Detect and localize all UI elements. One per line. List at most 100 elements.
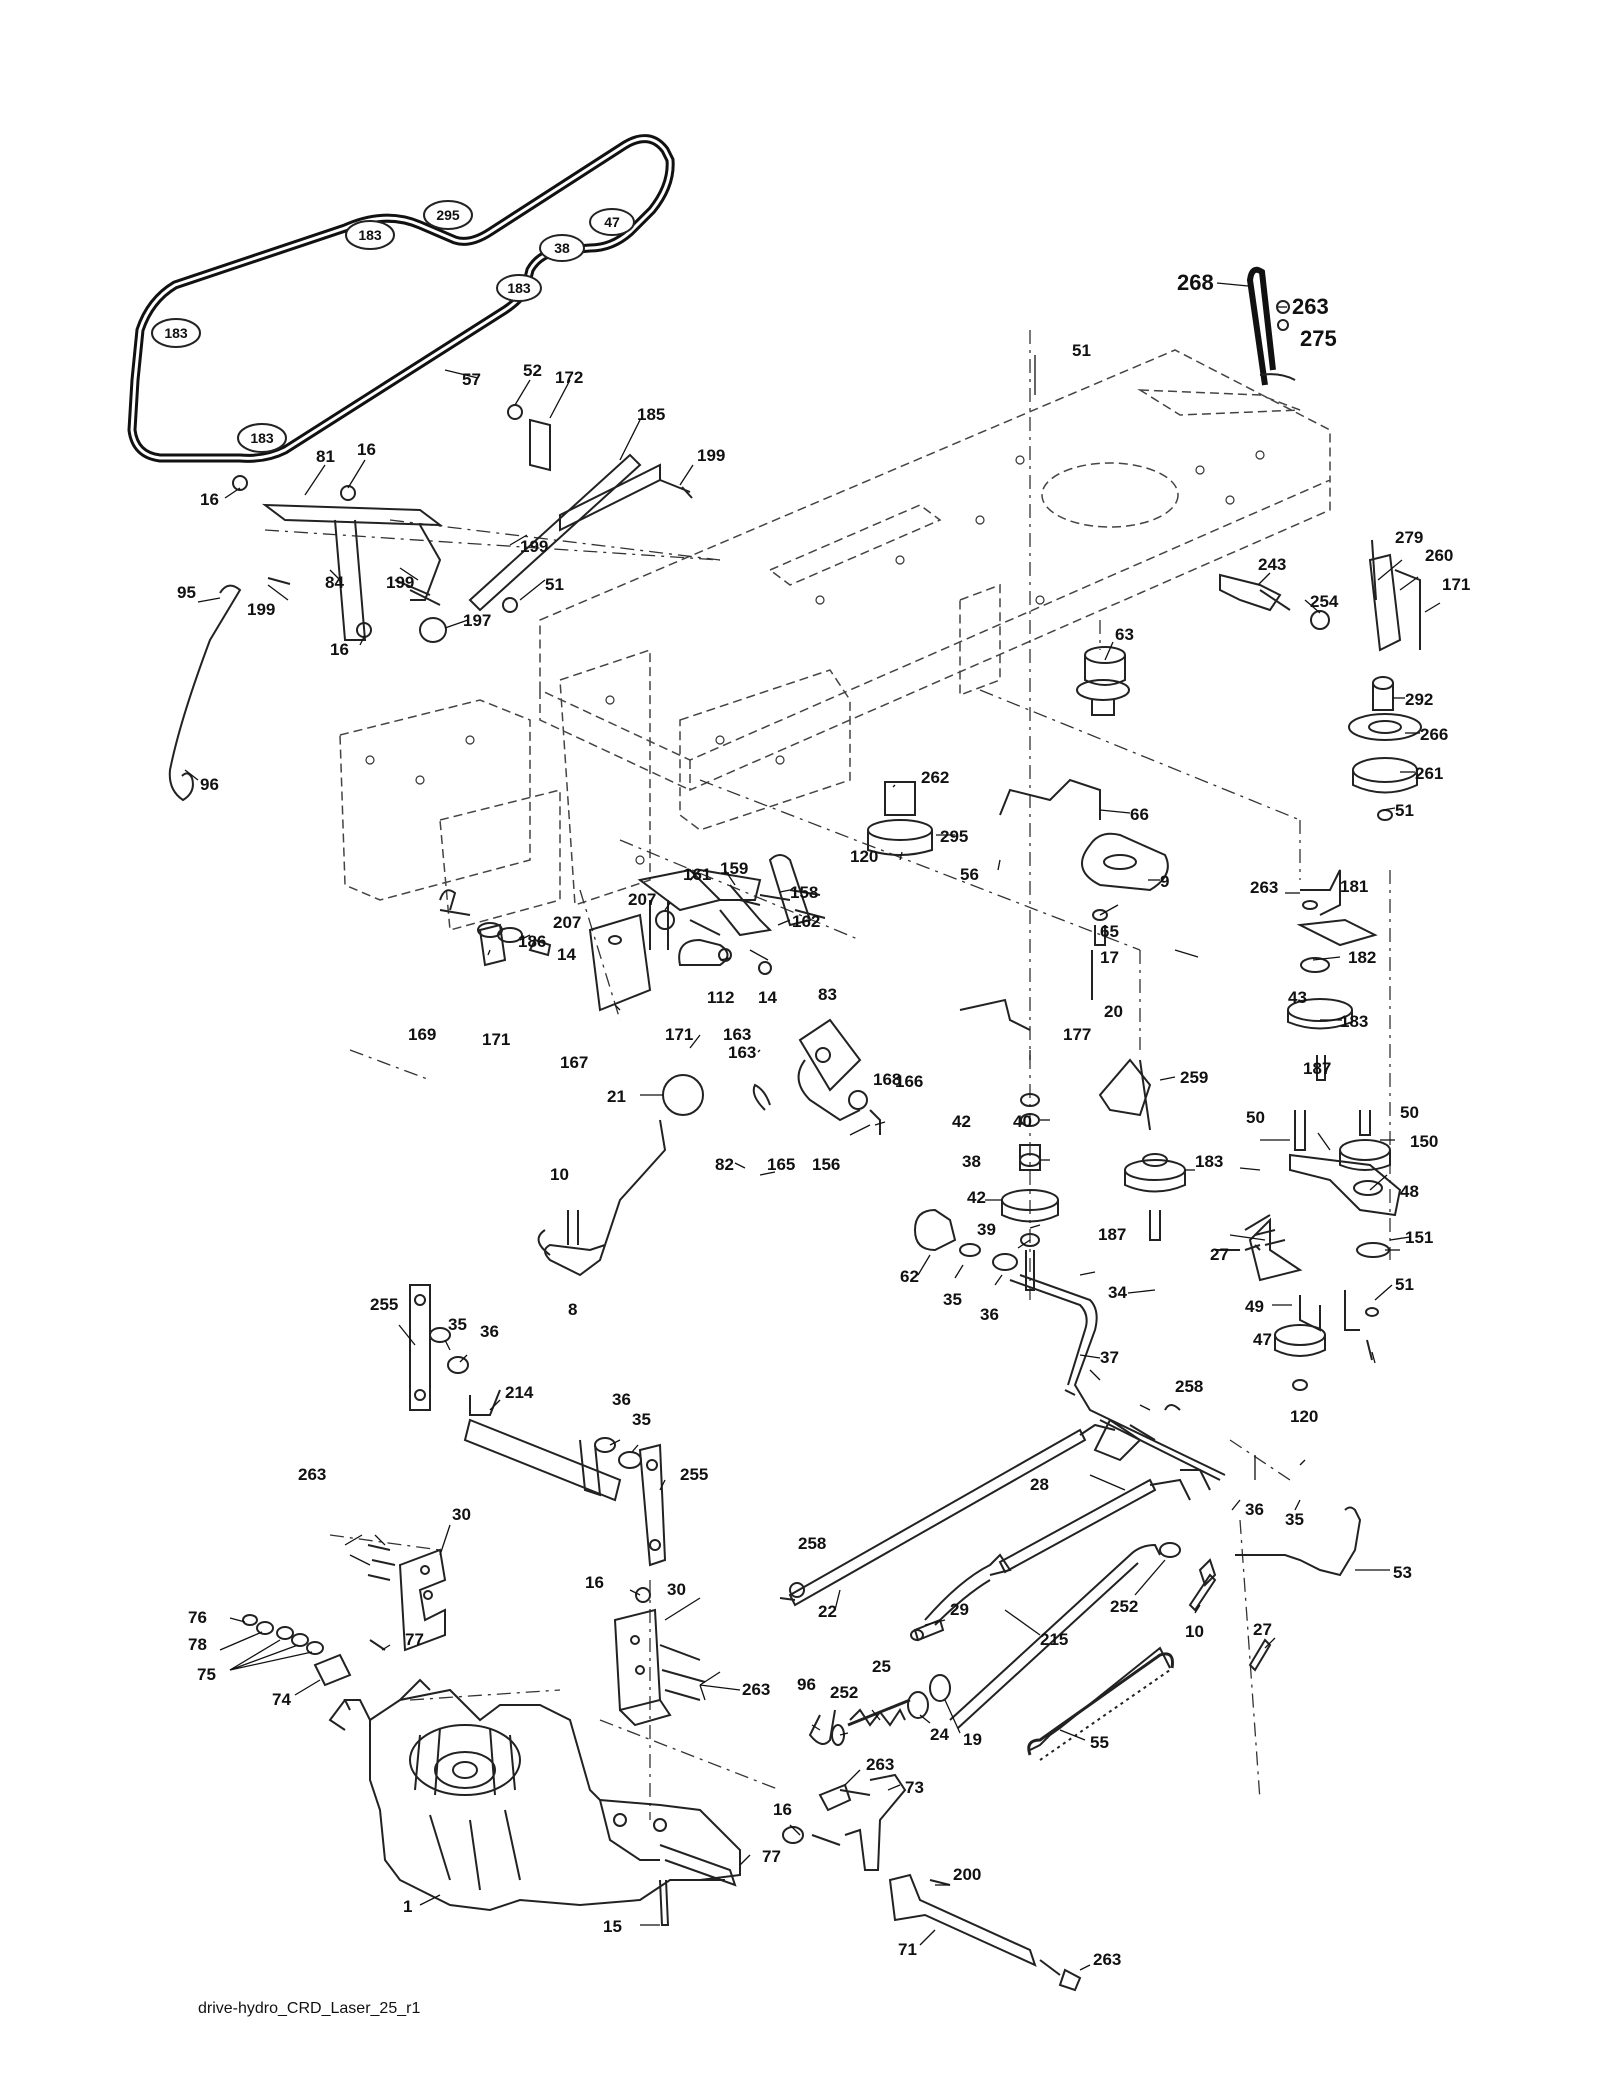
callout: 25 xyxy=(872,1657,891,1676)
callout: 27 xyxy=(1253,1620,1272,1639)
callout: 16 xyxy=(773,1800,792,1819)
callout: 292 xyxy=(1405,690,1433,709)
callout: 35 xyxy=(943,1290,962,1309)
small-spring xyxy=(808,1674,951,1746)
callout: 263 xyxy=(866,1755,894,1774)
callout: 254 xyxy=(1310,592,1339,611)
callout: 10 xyxy=(550,1165,569,1184)
callout: 65 xyxy=(1100,922,1119,941)
callout: 71 xyxy=(898,1940,917,1959)
bypass-bracket xyxy=(782,1773,1082,1992)
callout: 20 xyxy=(1104,1002,1123,1021)
callout: 182 xyxy=(1348,948,1376,967)
callout: 78 xyxy=(188,1635,207,1654)
callout: 56 xyxy=(960,865,979,884)
callout: 8 xyxy=(568,1300,577,1319)
callout: 24 xyxy=(930,1725,949,1744)
callout: 261 xyxy=(1415,764,1443,783)
callout: 214 xyxy=(505,1383,534,1402)
callout: 49 xyxy=(1245,1297,1264,1316)
callout: 51 xyxy=(1395,801,1414,820)
callout: 161 xyxy=(683,865,711,884)
callout: 295 xyxy=(940,827,968,846)
callout: 39 xyxy=(977,1220,996,1239)
callout: 27 xyxy=(1210,1245,1229,1264)
callout: 207 xyxy=(553,913,581,932)
callout: 30 xyxy=(452,1505,471,1524)
callout: 199 xyxy=(386,573,414,592)
callout: 163 xyxy=(728,1043,756,1062)
callout: 57 xyxy=(462,370,481,389)
right-upper-components xyxy=(1219,539,1422,821)
belt-tag: 183 xyxy=(250,430,274,446)
callout: 82 xyxy=(715,1155,734,1174)
callout: 40 xyxy=(1013,1112,1032,1131)
belt-tag: 183 xyxy=(507,280,531,296)
callout: 185 xyxy=(637,405,665,424)
callout: 53 xyxy=(1393,1563,1412,1582)
callout: 255 xyxy=(370,1295,398,1314)
callout: 252 xyxy=(1110,1597,1138,1616)
main-frame xyxy=(339,349,1331,931)
drive-belt xyxy=(127,134,675,463)
callout: 63 xyxy=(1115,625,1134,644)
callout: 168 xyxy=(873,1070,901,1089)
control-rod xyxy=(913,1208,1226,1491)
callout: 181 xyxy=(1340,877,1368,896)
callout: 51 xyxy=(1072,341,1091,360)
callout: 268 xyxy=(1177,270,1214,295)
callout: 186 xyxy=(518,932,546,951)
callout: 171 xyxy=(482,1030,510,1049)
lift-lever xyxy=(1246,266,1296,386)
shift-lever xyxy=(537,1074,704,1277)
belt-tag: 38 xyxy=(554,240,570,256)
right-mid-components xyxy=(1215,869,1402,1391)
callout: 258 xyxy=(798,1534,826,1553)
callout: 16 xyxy=(330,640,349,659)
callout: 167 xyxy=(560,1053,588,1072)
callout: 84 xyxy=(325,573,344,592)
callout: 42 xyxy=(952,1112,971,1131)
callout: 34 xyxy=(1108,1283,1127,1302)
callout: 165 xyxy=(767,1155,795,1174)
callout: 171 xyxy=(665,1025,693,1044)
callout: 16 xyxy=(200,490,219,509)
callout: 9 xyxy=(1160,872,1169,891)
callout: 120 xyxy=(1290,1407,1318,1426)
callout: 163 xyxy=(723,1025,751,1044)
callout: 159 xyxy=(720,859,748,878)
callout: 279 xyxy=(1395,528,1423,547)
callout: 169 xyxy=(408,1025,436,1044)
callout: 183 xyxy=(1340,1012,1368,1031)
callout: 263 xyxy=(1292,294,1329,319)
callout: 81 xyxy=(316,447,335,466)
callout: 36 xyxy=(980,1305,999,1324)
transmission xyxy=(328,1678,741,1926)
callout: 266 xyxy=(1420,725,1448,744)
callout: 21 xyxy=(607,1087,626,1106)
callout: 19 xyxy=(963,1730,982,1749)
callout: 183 xyxy=(1195,1152,1223,1171)
callout: 73 xyxy=(905,1778,924,1797)
callout: 252 xyxy=(830,1683,858,1702)
callout: 52 xyxy=(523,361,542,380)
belt-tag: 47 xyxy=(604,214,620,230)
callout: 62 xyxy=(900,1267,919,1286)
linkage-rods xyxy=(779,1423,1362,1729)
callout: 16 xyxy=(357,440,376,459)
callout: 112 xyxy=(707,988,734,1007)
assembly-lines xyxy=(264,330,1391,1820)
callout: 262 xyxy=(921,768,949,787)
pedal-shaft xyxy=(409,1284,667,1567)
callout: 172 xyxy=(555,368,583,387)
washers xyxy=(242,1614,386,1687)
callout: 1 xyxy=(403,1897,412,1916)
callout: 42 xyxy=(967,1188,986,1207)
callout: 15 xyxy=(603,1917,622,1936)
callout: 77 xyxy=(405,1630,424,1649)
callout: 16 xyxy=(585,1573,604,1592)
belt-tag: 183 xyxy=(164,325,188,341)
diagram-caption: drive-hydro_CRD_Laser_25_r1 xyxy=(198,2000,421,2017)
pins xyxy=(1188,1214,1272,1672)
center-pulleys xyxy=(867,646,1169,1000)
